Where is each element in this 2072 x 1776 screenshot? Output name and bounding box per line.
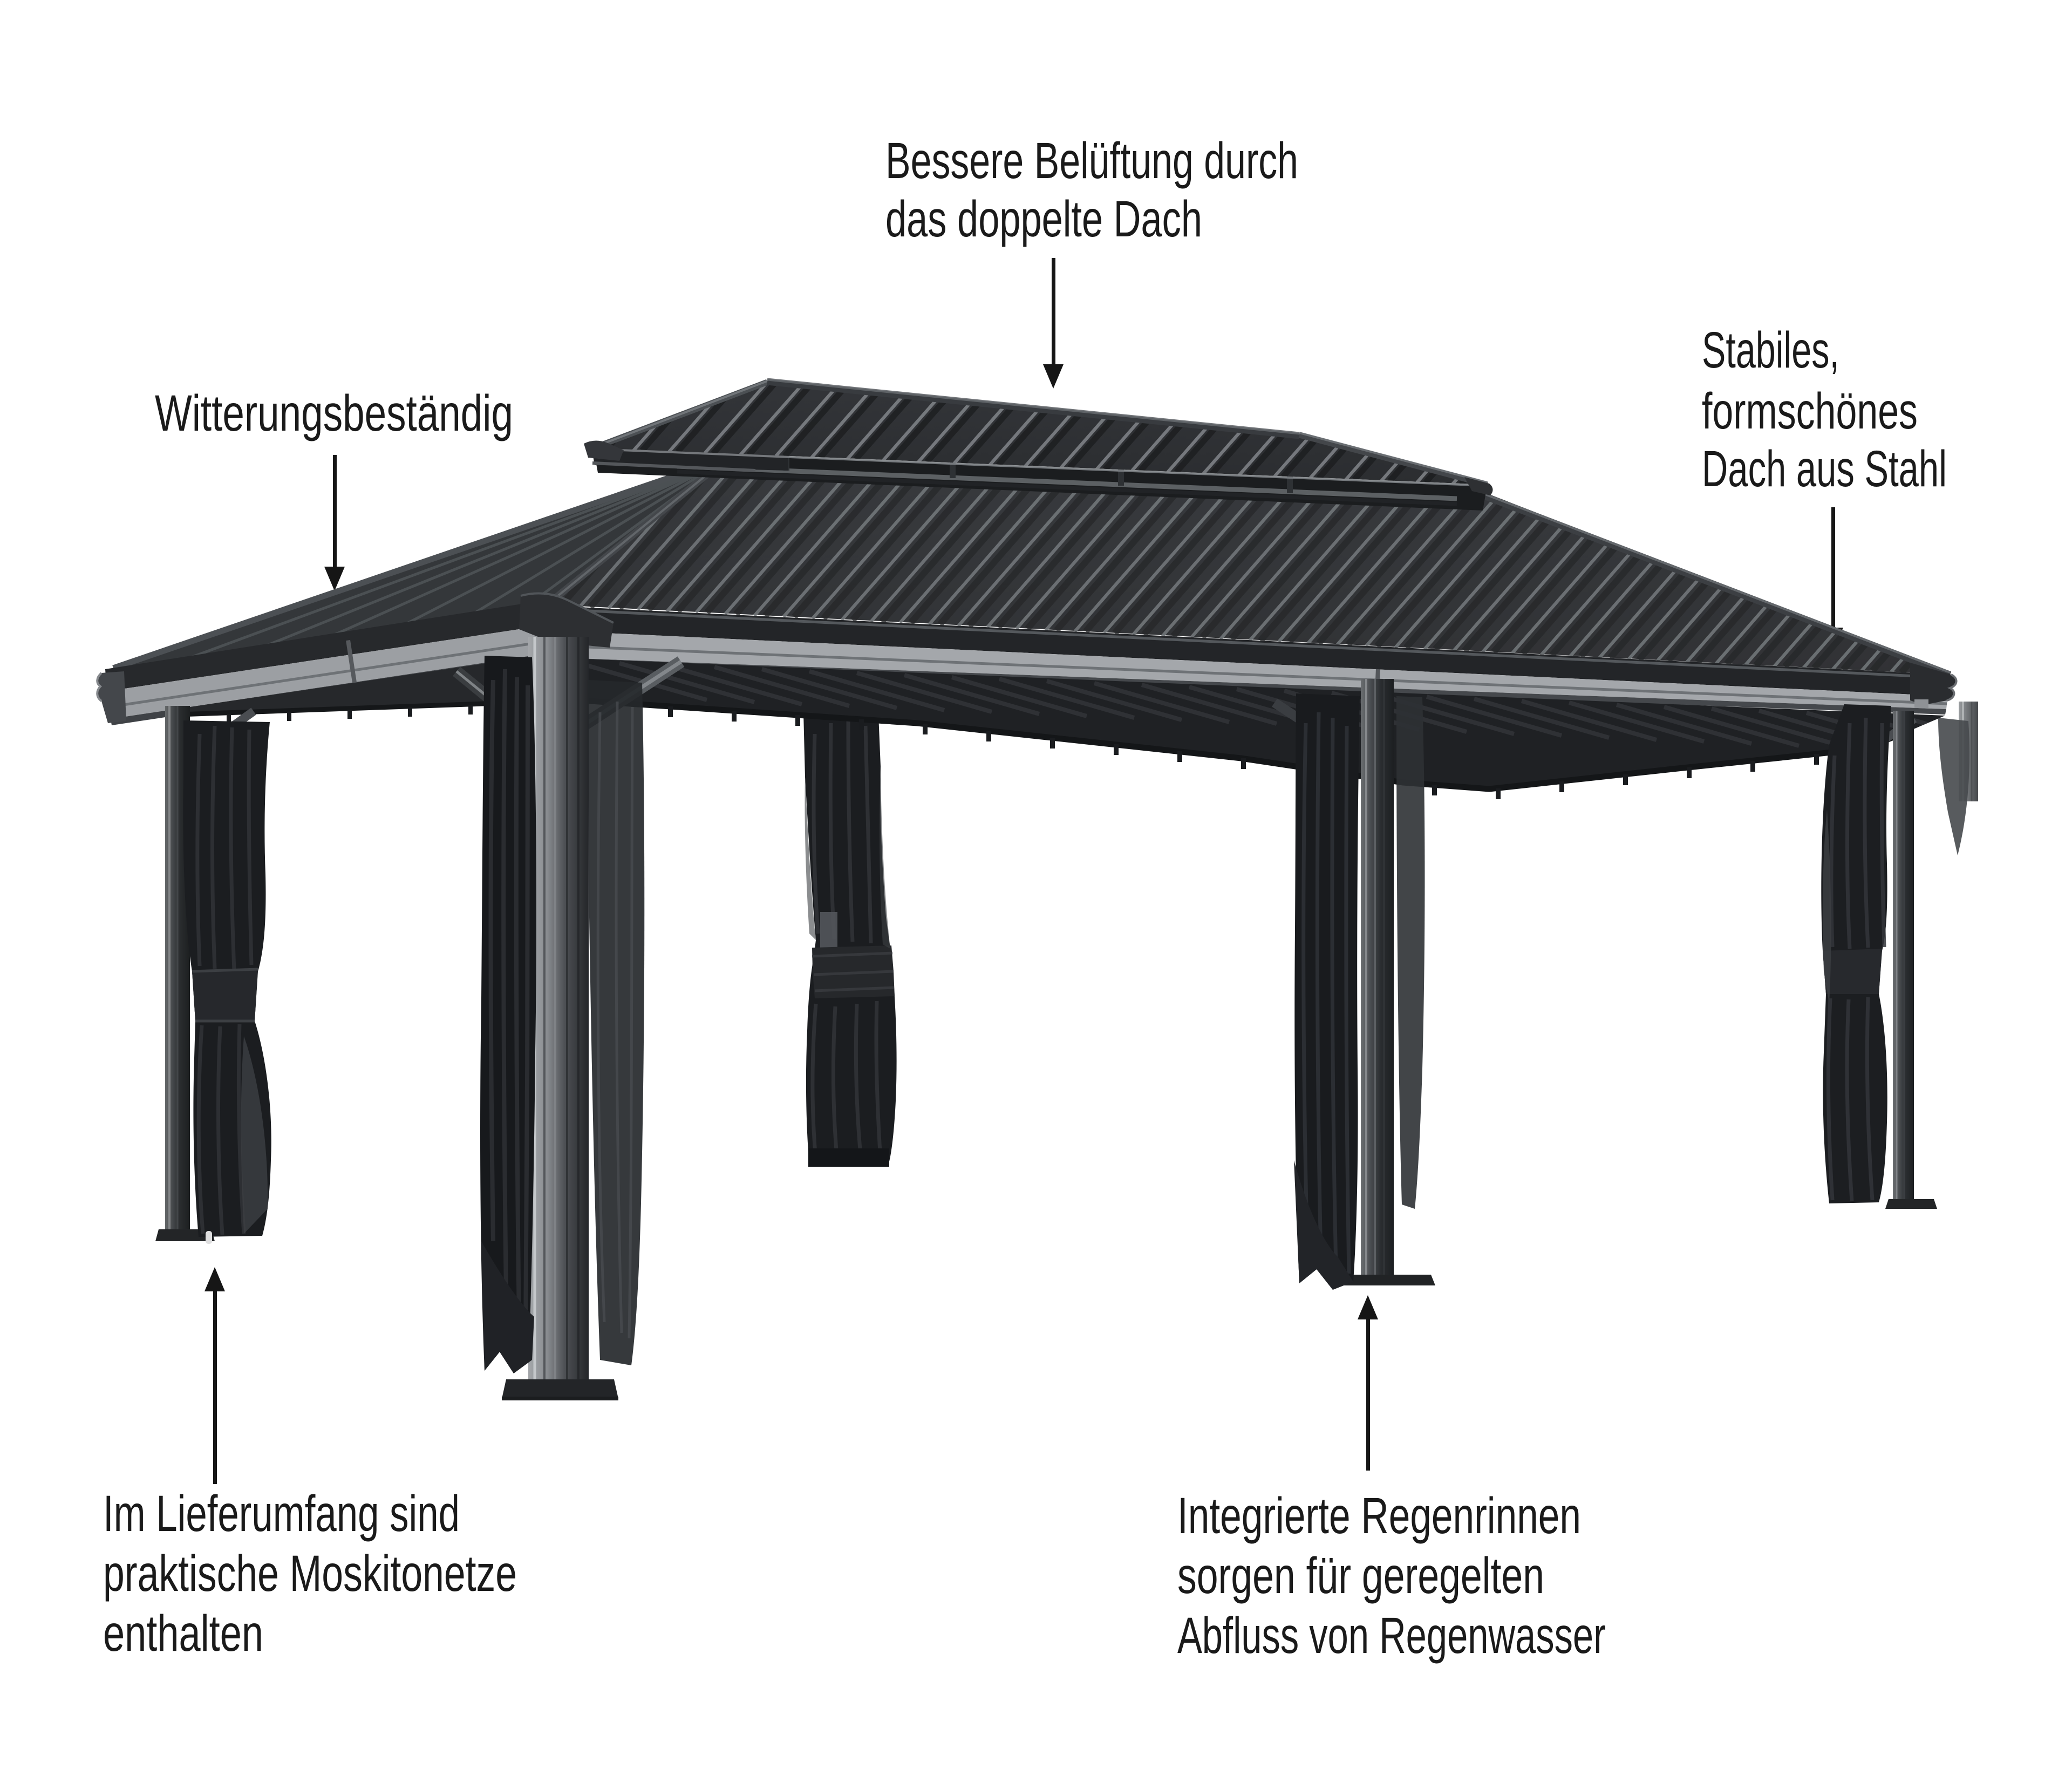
svg-text:Bessere Belüftung durch: Bessere Belüftung durch [885, 132, 1298, 189]
svg-text:Abfluss von Regenwasser: Abfluss von Regenwasser [1177, 1607, 1606, 1664]
svg-text:Witterungsbeständig: Witterungsbeständig [155, 385, 513, 442]
svg-text:Integrierte Regenrinnen: Integrierte Regenrinnen [1177, 1487, 1581, 1544]
svg-text:formschönes: formschönes [1702, 383, 1918, 440]
svg-text:das doppelte Dach: das doppelte Dach [885, 190, 1202, 248]
svg-text:Im Lieferumfang sind: Im Lieferumfang sind [103, 1485, 460, 1542]
svg-text:Dach aus Stahl: Dach aus Stahl [1702, 440, 1947, 498]
svg-text:enthalten: enthalten [103, 1605, 263, 1662]
svg-text:sorgen für geregelten: sorgen für geregelten [1177, 1547, 1544, 1604]
svg-text:Stabiles,: Stabiles, [1702, 322, 1839, 379]
svg-text:praktische Moskitonetze: praktische Moskitonetze [103, 1545, 517, 1602]
